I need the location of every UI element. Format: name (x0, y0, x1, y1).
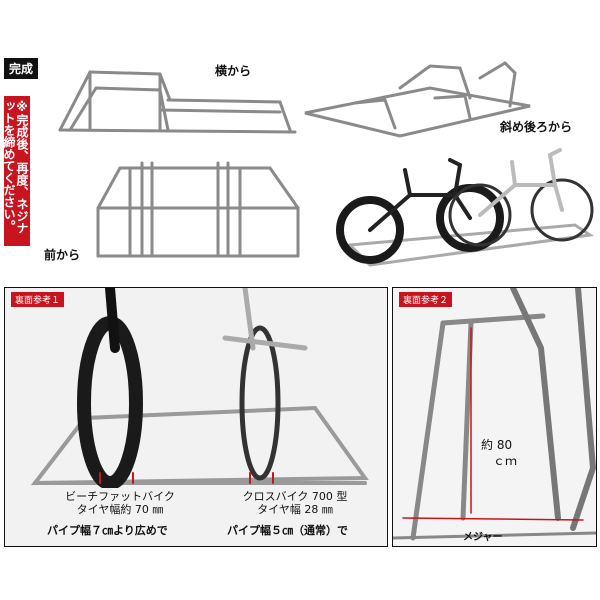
complete-tag: 完成 (4, 58, 39, 79)
label-diagonal-view: 斜め後ろから (500, 120, 573, 134)
measure-value: 約 80 (481, 438, 513, 452)
reference-panel-2: 裏面参考２ 約 80 ｃｍ メジャー (392, 287, 597, 547)
fat-and-cross-bike-photo (30, 288, 369, 488)
height-measurement-photo (393, 288, 596, 541)
caption-cross-bike-pipe: パイプ幅５㎝（通常）で (227, 524, 348, 537)
label-front-view: 前から (44, 248, 81, 262)
label-side-view: 横から (215, 64, 252, 78)
tape-measure-label: メジャー (463, 532, 503, 543)
panel-1-tag: 裏面参考１ (11, 292, 65, 307)
rack-front-view (96, 161, 300, 258)
caption-fat-bike-pipe: パイプ幅７㎝より広めで (47, 524, 168, 537)
bikes-in-rack-photo (336, 148, 595, 267)
caption-cross-bike-tire: タイヤ幅 28 ㎜ (257, 503, 333, 516)
measure-unit: ｃｍ (493, 454, 518, 468)
caption-cross-bike: クロスバイク 700 型 (242, 490, 348, 503)
caption-fat-bike: ビーチファットバイク (65, 490, 175, 503)
rack-side-view (58, 70, 297, 134)
retighten-note: ※完成後、再度、ネジナットを締めてください。 (2, 96, 30, 246)
rack-diagonal-view (304, 61, 531, 138)
reference-panel-1: 裏面参考１ ビーチファットバイク タイヤ幅約 70 ㎜ パイプ幅７㎝より広めで … (4, 287, 388, 547)
caption-fat-bike-tire: タイヤ幅約 70 ㎜ (76, 503, 164, 516)
panel-2-tag: 裏面参考２ (399, 292, 453, 307)
